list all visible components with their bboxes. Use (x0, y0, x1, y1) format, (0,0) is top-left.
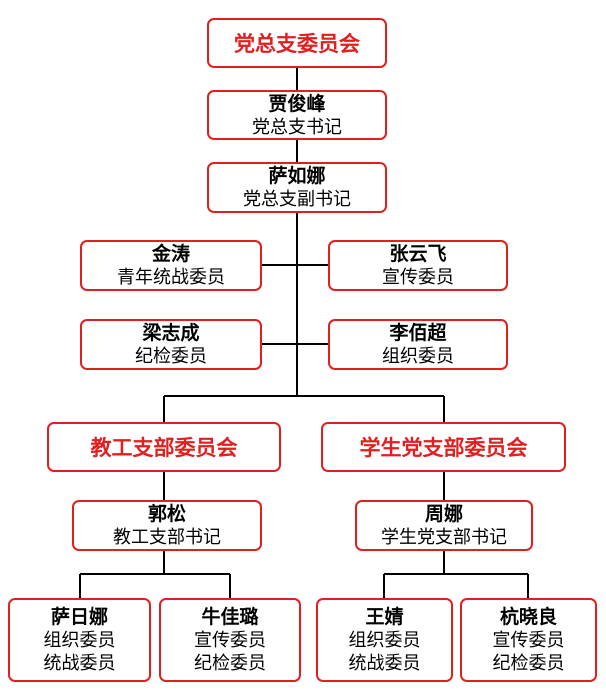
branch-secretary-box-students: 周娜 学生党支部书记 (355, 500, 533, 551)
branch-member-role: 统战委员 (348, 653, 421, 674)
branch-member-role: 纪检委员 (492, 653, 565, 674)
branch-member-role: 组织委员 (43, 630, 116, 651)
branch-member-name: 萨日娜 (50, 606, 108, 628)
branch-secretary-name: 郭松 (147, 503, 186, 525)
branch-member-role: 宣传委员 (492, 630, 565, 651)
branch-member-box: 杭晓良 宣传委员 纪检委员 (460, 598, 597, 682)
member-box-organization: 李佰超 组织委员 (328, 319, 508, 370)
member-box-publicity: 张云飞 宣传委员 (328, 240, 508, 291)
secretary-box: 贾俊峰 党总支书记 (207, 90, 387, 140)
secretary-name: 贾俊峰 (268, 92, 326, 115)
branch-member-box: 王婧 组织委员 统战委员 (316, 598, 453, 682)
committee-title: 党总支委员会 (234, 32, 360, 56)
branch-secretary-name: 周娜 (424, 503, 463, 525)
branch-member-role: 纪检委员 (194, 653, 266, 674)
branch-title: 教工支部委员会 (90, 436, 238, 460)
deputy-name: 萨如娜 (268, 165, 326, 187)
branch-secretary-role: 学生党支部书记 (381, 527, 507, 548)
secretary-role: 党总支书记 (252, 116, 342, 138)
branch-member-box: 萨日娜 组织委员 统战委员 (8, 598, 151, 682)
branch-member-name: 杭晓良 (499, 606, 557, 628)
branch-member-role: 统战委员 (43, 653, 116, 674)
branch-title-box-students: 学生党支部委员会 (321, 422, 566, 472)
branch-member-role: 组织委员 (348, 630, 421, 651)
deputy-role: 党总支副书记 (243, 189, 351, 210)
branch-secretary-box-staff: 郭松 教工支部书记 (72, 500, 262, 551)
member-role: 组织委员 (382, 346, 454, 367)
deputy-box: 萨如娜 党总支副书记 (207, 162, 387, 213)
branch-member-name: 牛佳璐 (201, 606, 259, 628)
committee-title-box: 党总支委员会 (207, 18, 387, 68)
member-name: 梁志成 (142, 322, 200, 344)
branch-secretary-role: 教工支部书记 (113, 527, 221, 548)
member-box-united-front: 金涛 青年统战委员 (80, 240, 262, 291)
member-box-discipline: 梁志成 纪检委员 (80, 319, 262, 370)
member-name: 张云飞 (389, 243, 447, 265)
branch-member-role: 宣传委员 (194, 630, 266, 651)
branch-member-name: 王婧 (365, 606, 404, 628)
branch-member-box: 牛佳璐 宣传委员 纪检委员 (159, 598, 301, 682)
member-role: 宣传委员 (382, 267, 454, 288)
branch-title: 学生党支部委员会 (359, 436, 528, 460)
member-role: 纪检委员 (135, 346, 207, 367)
branch-title-box-staff: 教工支部委员会 (47, 422, 281, 472)
member-name: 李佰超 (389, 322, 447, 344)
member-role: 青年统战委员 (117, 267, 225, 288)
member-name: 金涛 (151, 243, 190, 265)
